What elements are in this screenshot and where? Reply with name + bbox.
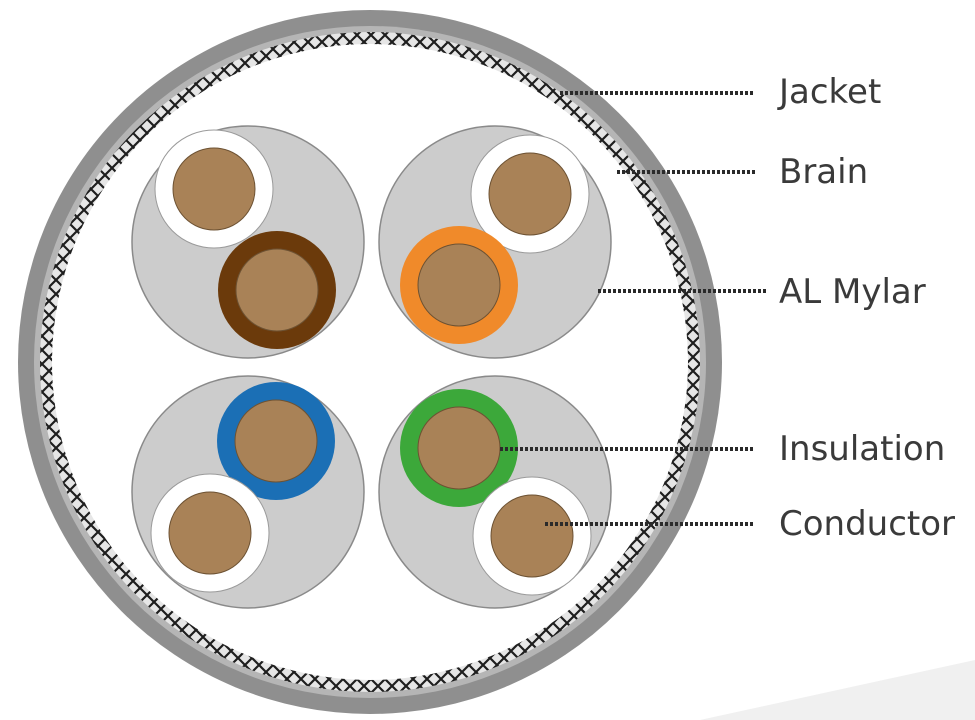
conductor: [490, 494, 574, 578]
pair-brown: [131, 125, 365, 359]
conductor: [488, 152, 572, 236]
conductor: [172, 147, 256, 231]
al-mylar-label: AL Mylar: [779, 272, 926, 312]
conductor: [235, 248, 319, 332]
insulation-label: Insulation: [779, 429, 946, 469]
pair-green: [378, 375, 612, 609]
pair-blue: [131, 375, 365, 609]
cable-core-area: [52, 44, 688, 680]
brain-label: Brain: [779, 152, 869, 192]
conductor: [417, 243, 501, 327]
background-sheen: [700, 660, 975, 720]
conductor: [234, 399, 318, 483]
jacket-label: Jacket: [779, 72, 882, 112]
conductor: [417, 406, 501, 490]
pair-orange: [378, 125, 612, 359]
conductor-label: Conductor: [779, 504, 956, 544]
conductor: [168, 491, 252, 575]
